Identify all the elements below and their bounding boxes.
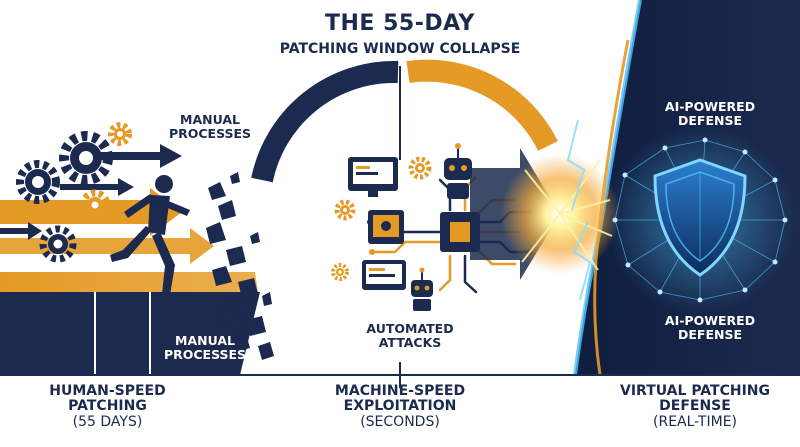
label-line: DEFENSE <box>678 326 742 342</box>
label-line: AI-POWERED <box>664 99 756 114</box>
gear-icon <box>331 263 349 281</box>
footer-line: (REAL-TIME) <box>653 413 737 430</box>
label-line: ATTACKS <box>378 334 442 350</box>
monitor-icon <box>348 157 398 197</box>
footer-human-speed: HUMAN-SPEED PATCHING (55 DAYS) <box>20 383 195 430</box>
crumbling-wall-debris <box>206 172 274 360</box>
navy-arrow-icon <box>75 144 182 168</box>
gear-icon <box>16 160 60 204</box>
road-band-orange <box>0 272 258 292</box>
running-person-icon <box>110 175 190 295</box>
footer-line: (SECONDS) <box>360 413 440 430</box>
monitor-icon <box>362 260 406 290</box>
timeline-arc-orange <box>406 59 558 152</box>
label-line: MANUAL <box>175 333 235 348</box>
footer-line: DEFENSE <box>659 398 731 415</box>
ai-powered-defense-top-label: AI-POWERED DEFENSE <box>640 100 780 128</box>
robot-icon <box>411 267 433 311</box>
label-line: AI-POWERED <box>664 313 756 328</box>
gear-icon <box>39 225 77 263</box>
footer-line: PATCHING <box>68 398 147 415</box>
page-subtitle: PATCHING WINDOW COLLAPSE <box>279 41 521 57</box>
gear-icon <box>79 189 111 221</box>
lightning-icon <box>566 119 592 301</box>
monitor-icon <box>368 210 404 244</box>
gear-icon <box>408 156 432 180</box>
label-line: DEFENSE <box>678 112 742 128</box>
label-line: MANUAL <box>180 112 240 127</box>
ai-powered-defense-bottom-label: AI-POWERED DEFENSE <box>640 314 780 342</box>
footer-line: (55 DAYS) <box>72 413 143 430</box>
road-band <box>0 292 260 375</box>
label-line: AUTOMATED <box>366 321 454 336</box>
label-line: PROCESSES <box>163 346 247 362</box>
network-nodes <box>612 137 788 303</box>
automated-attacks-label: AUTOMATED ATTACKS <box>350 322 470 350</box>
orange-arrow-icon <box>0 228 214 264</box>
shield-icon <box>653 158 747 277</box>
footer-machine-speed: MACHINE-SPEED EXPLOITATION (SECONDS) <box>310 383 490 430</box>
cpu-chip-icon <box>440 212 480 252</box>
navy-arrow-icon <box>60 178 134 196</box>
page-title: THE 55-DAY <box>325 11 475 36</box>
label-line: PROCESSES <box>168 125 252 141</box>
manual-processes-top-label: MANUAL PROCESSES <box>150 113 270 141</box>
manual-processes-bottom-label: MANUAL PROCESSES <box>145 334 265 362</box>
footer-line: EXPLOITATION <box>343 398 457 415</box>
gear-icon <box>59 131 113 185</box>
timeline-arc-navy <box>251 60 399 183</box>
footer-line: MACHINE-SPEED <box>334 383 466 399</box>
footer-virtual-patching: VIRTUAL PATCHING DEFENSE (REAL-TIME) <box>600 383 790 430</box>
gear-icon <box>108 122 132 146</box>
gear-icon <box>334 199 356 221</box>
navy-arrow-icon <box>0 222 42 240</box>
robot-icon <box>444 143 472 199</box>
footer-line: HUMAN-SPEED <box>49 383 166 399</box>
footer-line: VIRTUAL PATCHING <box>620 383 770 399</box>
